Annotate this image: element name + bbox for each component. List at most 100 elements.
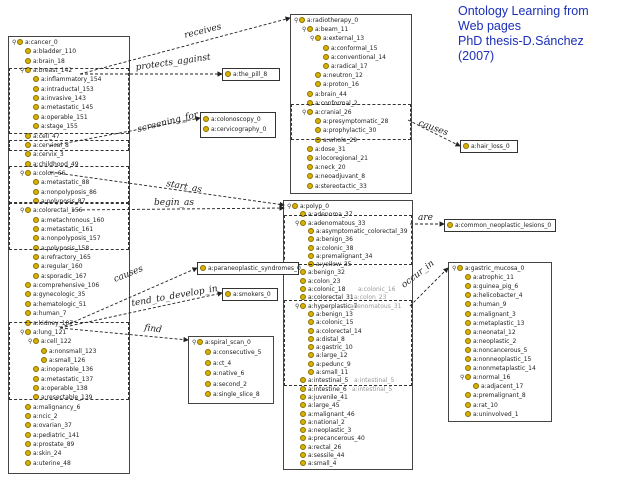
class-node[interactable]: a:conformal_2 xyxy=(302,99,358,108)
class-node[interactable]: a:juvenile_41 xyxy=(295,393,348,402)
class-node[interactable]: a:single_slice_8 xyxy=(200,390,260,399)
class-node[interactable]: a:pediatric_141 xyxy=(20,431,80,440)
class-node[interactable]: a:neonatal_12 xyxy=(460,328,516,337)
class-node[interactable]: a:metastatic_137 xyxy=(28,375,93,384)
class-node[interactable]: a:cervix_3 xyxy=(20,150,64,159)
expand-toggle-icon[interactable]: ⚲ xyxy=(294,17,299,24)
class-node[interactable]: a:metastatic_161 xyxy=(28,225,93,234)
class-node[interactable]: a:benign_13 xyxy=(303,310,353,319)
class-node[interactable]: a:intraductal_153 xyxy=(28,85,94,94)
class-node[interactable]: a:atrophic_11 xyxy=(460,273,514,282)
class-node[interactable]: a:stereotactic_33 xyxy=(302,182,367,191)
class-node[interactable]: a:ncic_2 xyxy=(20,412,58,421)
class-node[interactable]: a:rat_10 xyxy=(460,401,498,410)
class-node[interactable]: a:locoregional_21 xyxy=(302,154,368,163)
class-node[interactable]: a:prophylactic_30 xyxy=(310,126,376,135)
class-node[interactable]: a:neoplastic_2 xyxy=(460,337,516,346)
class-node[interactable]: a:dose_31 xyxy=(302,145,346,154)
class-node[interactable]: a:prostate_89 xyxy=(20,440,74,449)
class-node[interactable]: a:malignancy_6 xyxy=(20,403,80,412)
class-node[interactable]: a:large_45 xyxy=(295,401,340,410)
class-node[interactable]: a:colorectal_14 xyxy=(303,327,362,336)
class-node[interactable]: a:ovarian_37 xyxy=(20,421,72,430)
class-node[interactable]: a:national_2 xyxy=(295,418,345,427)
class-node[interactable]: a:intestinal_5 xyxy=(295,376,348,385)
expand-toggle-icon[interactable]: ⚲ xyxy=(287,203,292,210)
class-node[interactable]: a:premalignant_34 xyxy=(303,252,372,261)
class-node[interactable]: a:colonic_15 xyxy=(303,318,353,327)
class-node[interactable]: a:gastric_10 xyxy=(303,343,353,352)
class-node[interactable]: a:skin_24 xyxy=(20,449,61,458)
expand-toggle-icon[interactable]: ⚲ xyxy=(20,67,25,75)
expand-toggle-icon[interactable]: ⚲ xyxy=(452,265,457,272)
class-node[interactable]: ⚲a:beam_11 xyxy=(302,25,348,34)
class-node[interactable]: a:conformal_15 xyxy=(318,44,377,53)
class-node[interactable]: a:operable_151 xyxy=(28,113,88,122)
class-node[interactable]: a:inflammatory_154 xyxy=(28,75,101,84)
expand-toggle-icon[interactable]: ⚲ xyxy=(302,26,307,34)
class-node[interactable]: a:metaplastic_13 xyxy=(460,319,525,328)
class-node[interactable]: a:conventional_14 xyxy=(318,53,386,62)
class-node[interactable]: a:pedunc_9 xyxy=(303,360,351,369)
class-node[interactable]: a:neutron_12 xyxy=(310,71,363,80)
expand-toggle-icon[interactable]: ⚲ xyxy=(20,169,25,177)
class-node[interactable]: a:adjacent_17 xyxy=(468,382,523,391)
class-node[interactable]: ⚲a:adenomatous_33 xyxy=(295,219,365,228)
class-node[interactable]: a:refractory_165 xyxy=(28,253,91,262)
class-node[interactable]: ⚲a:normal_16 xyxy=(460,373,510,382)
class-node[interactable]: a:radical_17 xyxy=(318,62,368,71)
class-node[interactable]: a:small_126 xyxy=(36,356,85,365)
class-node[interactable]: a:operable_138 xyxy=(28,384,88,393)
class-node[interactable]: a:human_7 xyxy=(20,309,66,318)
class-node[interactable]: a:comprehensive_106 xyxy=(20,281,99,290)
class-node[interactable]: a:nonneoplastic_15 xyxy=(460,355,531,364)
class-node[interactable]: a:presymptomatic_28 xyxy=(310,117,388,126)
class-node[interactable]: a:bladder_110 xyxy=(20,47,76,56)
class-node[interactable]: a:benign_36 xyxy=(303,235,353,244)
class-node[interactable]: a:large_12 xyxy=(303,351,348,360)
expand-toggle-icon[interactable]: ⚲ xyxy=(192,339,197,346)
expand-toggle-icon[interactable]: ⚲ xyxy=(460,374,465,382)
class-node[interactable]: ⚲a:colorectal_156 xyxy=(20,206,82,215)
expand-toggle-icon[interactable]: ⚲ xyxy=(20,328,25,336)
class-node[interactable]: a:noncancerous_5 xyxy=(460,346,528,355)
expand-toggle-icon[interactable]: ⚲ xyxy=(310,35,315,43)
class-node[interactable]: a:second_2 xyxy=(200,380,247,389)
class-node[interactable]: a:neoadjuvant_8 xyxy=(302,172,365,181)
class-node[interactable]: a:nonmetaplastic_14 xyxy=(460,364,536,373)
class-node[interactable]: a:gynecologic_35 xyxy=(20,290,85,299)
class-node[interactable]: a:brain_44 xyxy=(302,90,347,99)
class-node[interactable]: a:human_9 xyxy=(460,300,506,309)
class-node[interactable]: a:regular_160 xyxy=(28,262,83,271)
class-node[interactable]: a:metastatic_145 xyxy=(28,103,93,112)
class-node[interactable]: ⚲a:polyp_0 xyxy=(287,202,329,211)
class-node[interactable]: ⚲a:breast_142 xyxy=(20,66,72,75)
class-node[interactable]: a:hematologic_51 xyxy=(20,300,86,309)
class-node[interactable]: a:uninvolved_1 xyxy=(460,410,519,419)
expand-toggle-icon[interactable]: ⚲ xyxy=(20,207,25,215)
expand-toggle-icon[interactable]: ⚲ xyxy=(295,302,300,310)
class-node[interactable]: a:malignant_3 xyxy=(460,310,516,319)
class-node[interactable]: a:neck_20 xyxy=(302,163,346,172)
class-node[interactable]: ⚲a:cell_122 xyxy=(28,337,71,346)
class-node[interactable]: a:malignant_46 xyxy=(295,410,355,419)
expand-toggle-icon[interactable]: ⚲ xyxy=(302,109,307,116)
expand-toggle-icon[interactable]: ⚲ xyxy=(28,338,33,346)
class-node[interactable]: a:intestine_6 xyxy=(295,385,347,394)
class-node[interactable]: ⚲a:external_13 xyxy=(310,34,364,43)
class-node[interactable]: a:distal_8 xyxy=(303,335,345,344)
class-node[interactable]: ⚲a:spiral_scan_0 xyxy=(192,338,251,347)
expand-toggle-icon[interactable]: ⚲ xyxy=(12,39,17,46)
class-node[interactable]: a:adenoma_37 xyxy=(295,210,353,219)
class-node[interactable]: a:nonpolyposis_157 xyxy=(28,234,101,243)
class-node[interactable]: a:colonic_38 xyxy=(303,244,353,253)
class-node[interactable]: a:colon_23 xyxy=(295,277,340,286)
class-node[interactable]: a:consecutive_5 xyxy=(200,348,261,357)
class-node[interactable]: a:precancerous_40 xyxy=(295,434,365,443)
class-node[interactable]: a:premalignant_8 xyxy=(460,391,526,400)
class-node[interactable]: a:uterine_48 xyxy=(20,459,71,468)
class-node[interactable]: a:sessile_44 xyxy=(295,451,344,460)
class-node[interactable]: a:benign_32 xyxy=(295,268,345,277)
class-node[interactable]: a:brain_18 xyxy=(20,57,65,66)
class-node[interactable]: ⚲a:radiotherapy_0 xyxy=(294,16,358,25)
